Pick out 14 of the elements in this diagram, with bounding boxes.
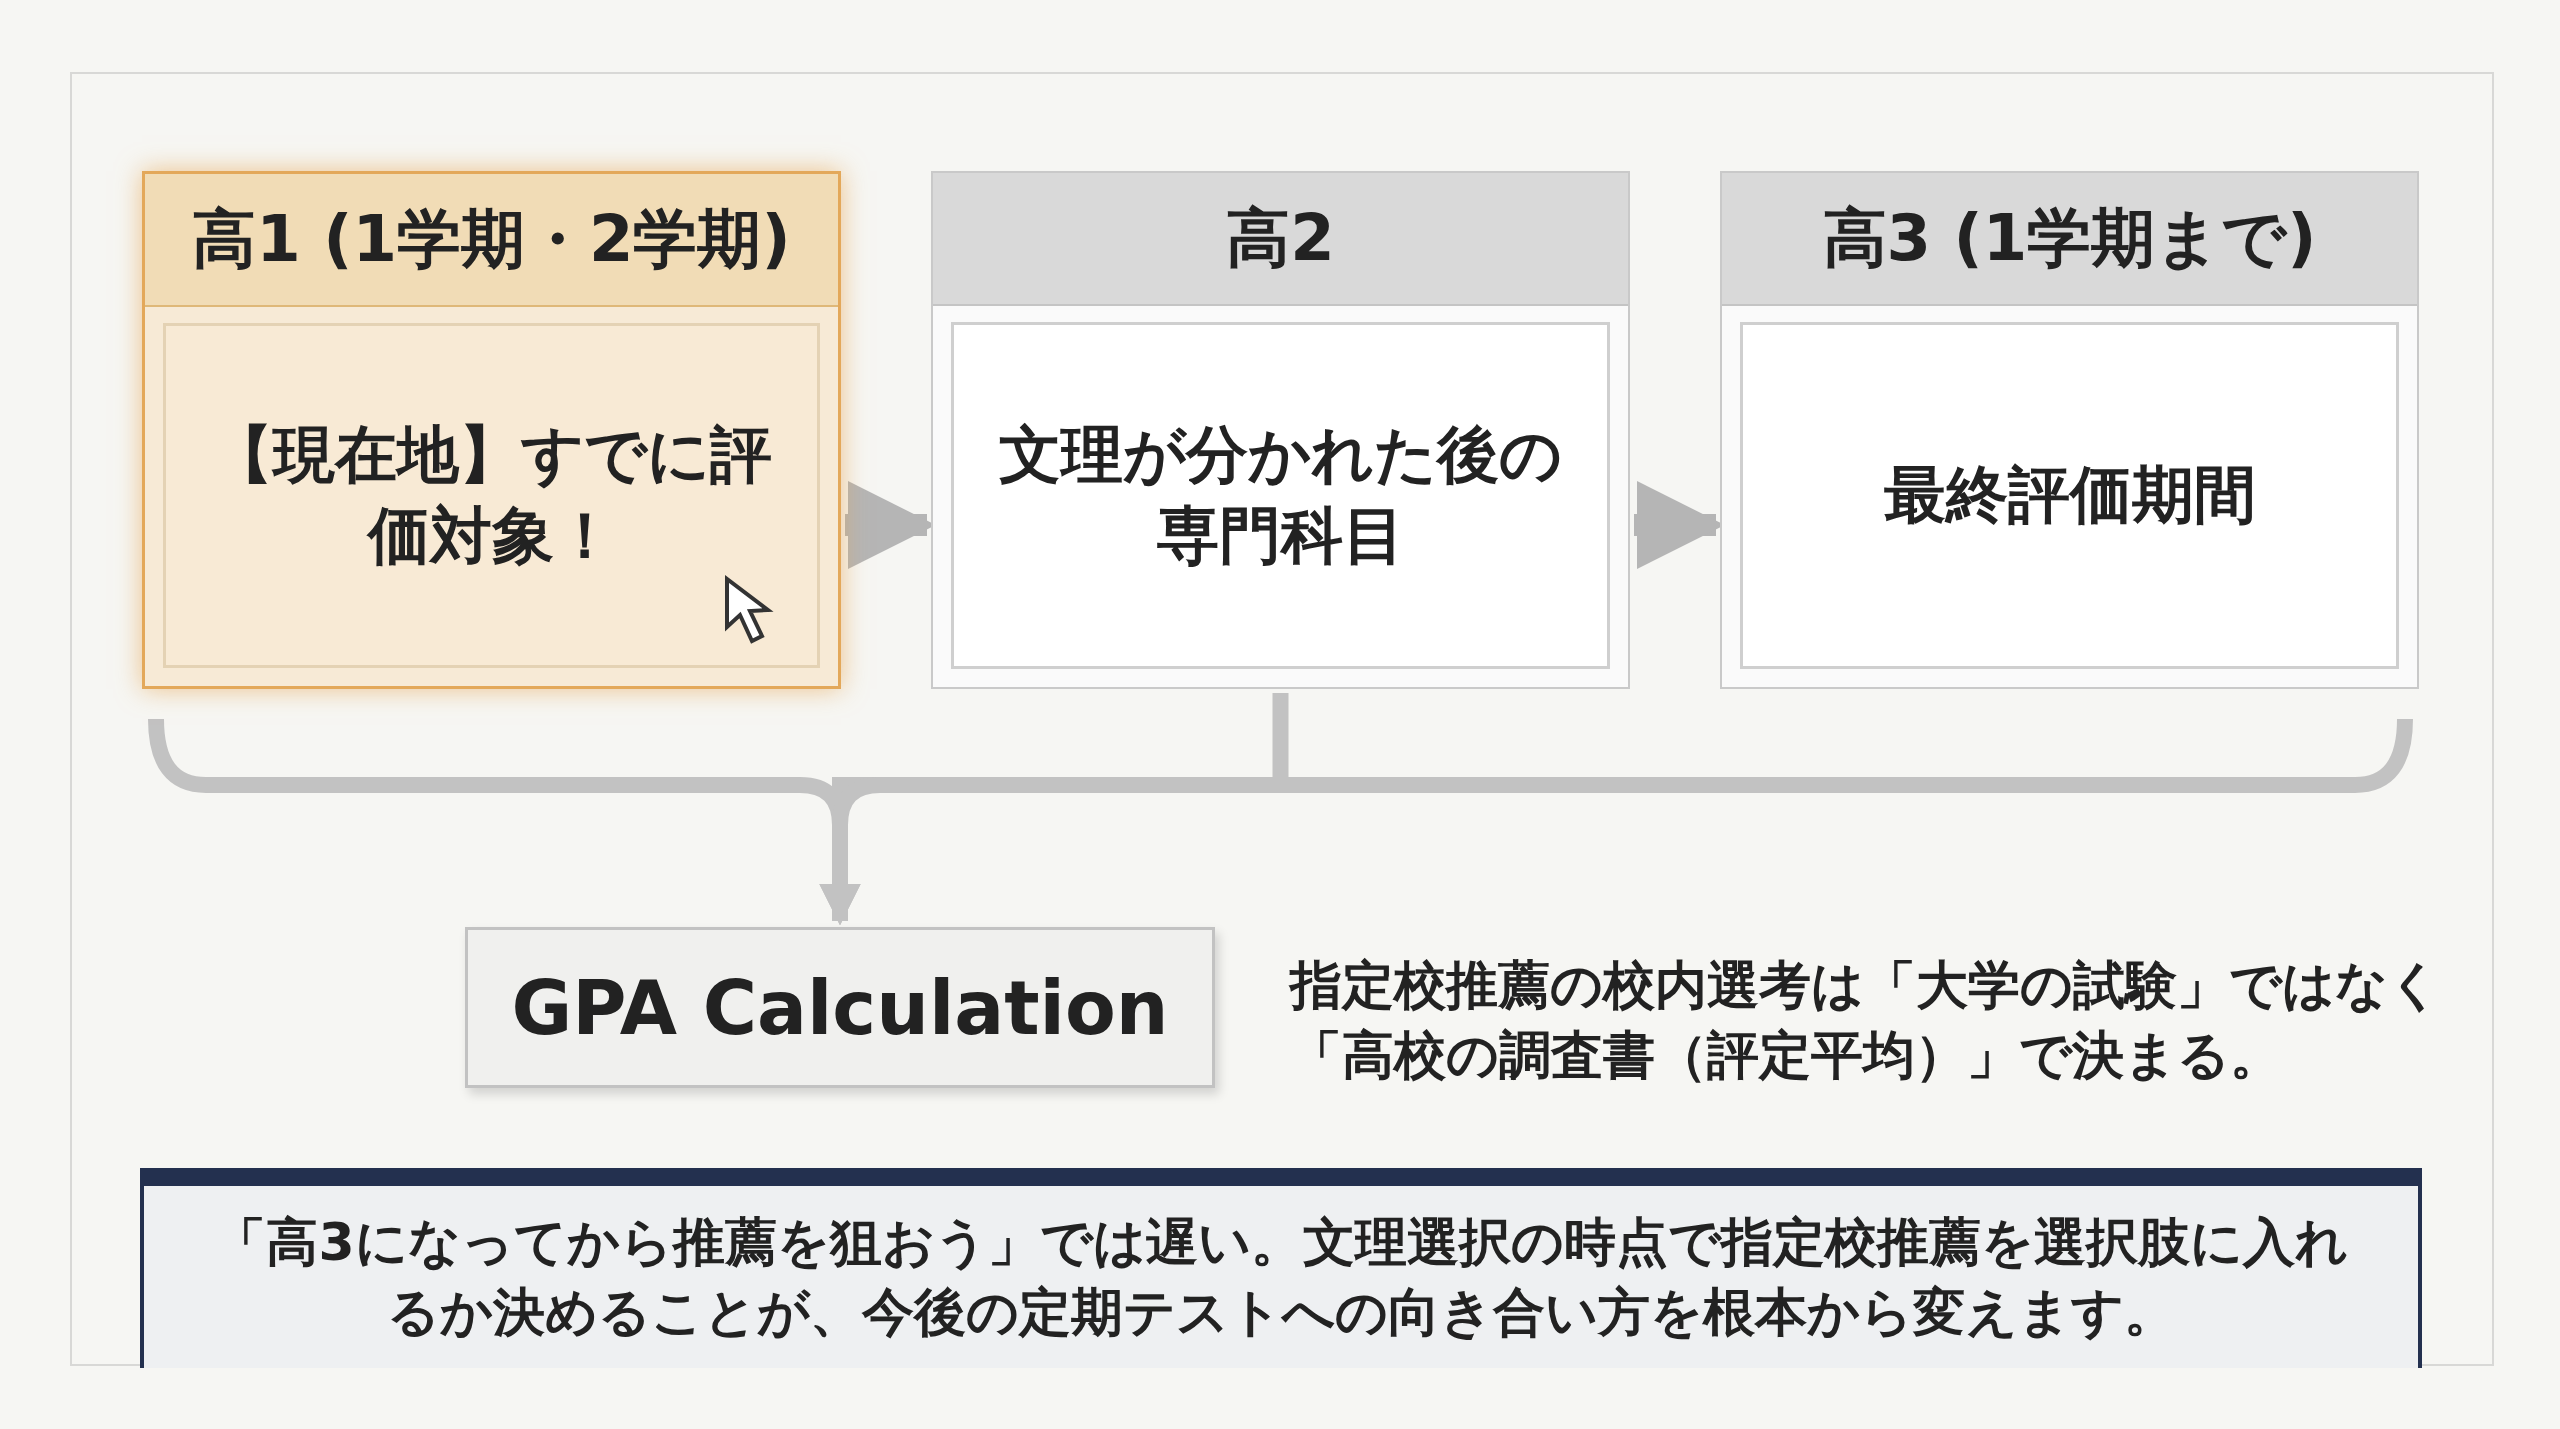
note-text: 「高3になってから推薦を狙おう」では遅い。文理選択の時点で指定校推薦を選択肢に入れるか決めることが、今後の定期テストへの向き合い方を根本から変えます。	[213, 1210, 2349, 1344]
stage-card	[1720, 171, 2419, 689]
result-title: GPA Calculation	[511, 964, 1169, 1051]
stage-title: 高3 (1学期まで)	[1822, 200, 2317, 277]
stage-description: 【現在地】すでに評価対象！	[210, 416, 773, 574]
stage-title: 高2	[1226, 200, 1335, 277]
stage-description: 最終評価期間	[1882, 457, 2257, 534]
note-box	[140, 1168, 2422, 1368]
stage-card	[931, 171, 1630, 689]
stage-title: 高1 (1学期・2学期)	[192, 201, 791, 278]
result-box	[465, 927, 1215, 1088]
highlighted-stage-card	[142, 171, 841, 689]
explanation-text: 指定校推薦の校内選考は「大学の試験」ではなく「高校の調査書（評定平均）」で決まる。	[1290, 954, 2442, 1088]
stage-description: 文理が分かれた後の専門科目	[998, 416, 1563, 574]
